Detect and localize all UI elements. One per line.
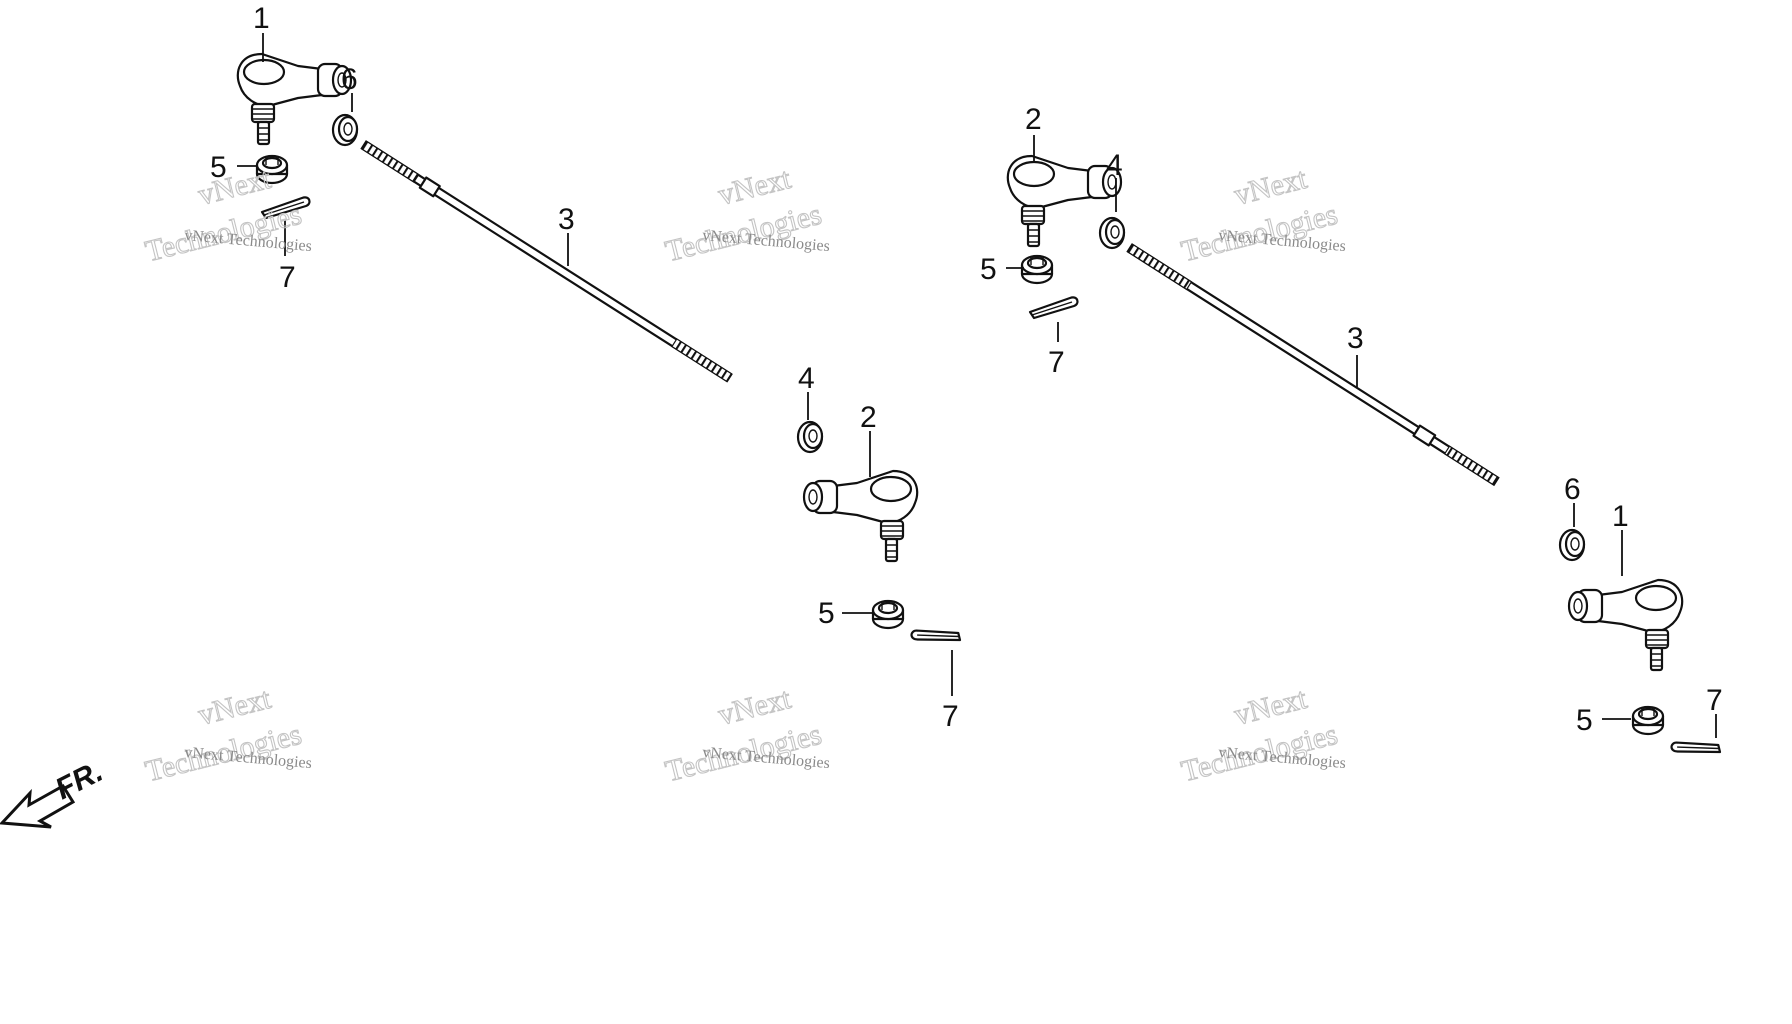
left-castle-nut-lower	[871, 599, 905, 630]
label-2-left: 2	[860, 401, 877, 434]
svg-text:vNext: vNext	[195, 682, 275, 732]
svg-text:vNext: vNext	[715, 162, 795, 212]
label-6-right: 6	[1564, 473, 1581, 506]
right-lock-nut-4	[1098, 216, 1126, 250]
right-assembly: 2 4 5 7 3 6 1 5 7	[980, 103, 1724, 767]
front-direction-marker: FR.	[0, 755, 108, 829]
watermarks: vNext Technologies vNext Technologies vN…	[141, 161, 1346, 788]
left-assembly: 1 6 5 7 3 4 2 5 7	[210, 2, 964, 733]
svg-text:vNext: vNext	[1231, 682, 1311, 732]
left-tie-rod	[360, 140, 733, 383]
label-4-right: 4	[1106, 149, 1123, 182]
svg-text:vNext: vNext	[1231, 162, 1311, 212]
left-lock-nut-4	[796, 420, 824, 454]
right-castle-nut-lower	[1631, 705, 1665, 736]
right-castle-nut-upper	[1020, 254, 1054, 285]
right-tie-rod-end-1	[1567, 578, 1684, 672]
label-3-left: 3	[558, 203, 575, 236]
label-5-left-lower: 5	[818, 597, 835, 630]
left-tie-rod-end-2	[802, 469, 919, 563]
label-1-right: 1	[1612, 500, 1629, 533]
left-cotter-pin-lower	[909, 617, 964, 655]
svg-text:vNext: vNext	[715, 682, 795, 732]
front-arrow-icon	[0, 783, 76, 829]
label-7-right-lower: 7	[1706, 684, 1723, 717]
label-7-left-upper: 7	[279, 261, 296, 294]
right-tie-rod	[1126, 243, 1500, 487]
svg-text:vNext: vNext	[195, 162, 275, 212]
watermark: vNext Technologies	[1177, 681, 1341, 788]
label-5-right-lower: 5	[1576, 704, 1593, 737]
right-cotter-pin-upper	[1028, 296, 1079, 320]
label-1-left: 1	[253, 2, 270, 35]
label-3-right: 3	[1347, 322, 1364, 355]
left-lock-nut-6	[331, 113, 359, 147]
watermark: vNext Technologies	[661, 681, 825, 788]
label-5-left-upper: 5	[210, 151, 227, 184]
label-2-right: 2	[1025, 103, 1042, 136]
right-cotter-pin-lower	[1669, 729, 1724, 767]
right-lock-nut-6	[1558, 528, 1586, 562]
label-6-left: 6	[341, 63, 358, 96]
label-7-left-lower: 7	[942, 700, 959, 733]
label-5-right-upper: 5	[980, 253, 997, 286]
watermark: vNext Technologies	[141, 681, 305, 788]
label-4-left: 4	[798, 362, 815, 395]
label-7-right-upper: 7	[1048, 346, 1065, 379]
